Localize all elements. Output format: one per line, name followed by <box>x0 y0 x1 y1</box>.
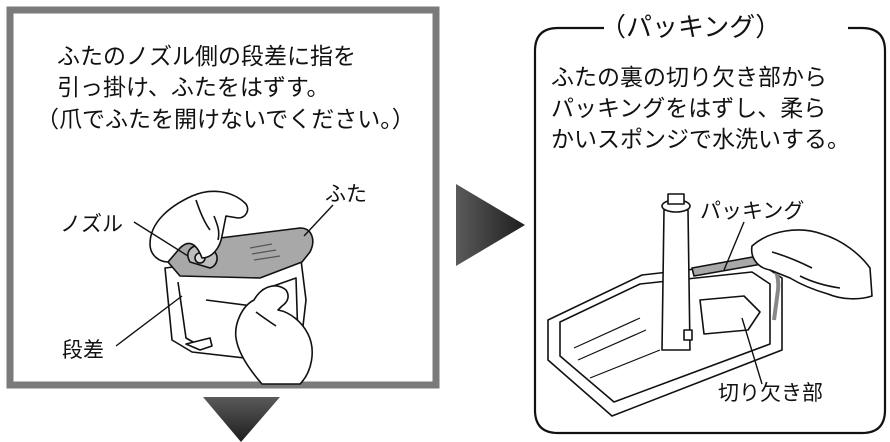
lid-removal-illustration <box>149 190 314 385</box>
step-leader-line <box>115 295 183 347</box>
left-instruction-line-2: 引っ掛け、ふたをはずす。 <box>57 75 330 101</box>
step-label: 段差 <box>62 338 104 362</box>
packing-section-title: （パッキング） <box>600 13 782 43</box>
left-instruction-line-3: （爪でふたを開けないでください。） <box>36 107 415 133</box>
right-instruction-line-3: かいスポンジで水洗いする。 <box>551 127 850 153</box>
left-instruction-line-1: ふたのノズル側の段差に指を <box>57 44 356 70</box>
right-step-frame <box>533 26 887 435</box>
nozzle-leader-line <box>133 221 189 257</box>
nozzle-label: ノズル <box>60 212 123 236</box>
lid-label: ふた <box>325 182 367 206</box>
next-step-arrow-down <box>203 397 280 442</box>
next-step-arrow-right <box>456 184 525 266</box>
packing-leader-line <box>723 221 745 271</box>
right-instruction-line-2: パッキングをはずし、柔ら <box>551 96 827 122</box>
notch-label: 切り欠き部 <box>718 381 823 405</box>
packing-removal-illustration <box>547 193 873 417</box>
packing-label: パッキング <box>700 199 805 223</box>
lid-leader-line <box>303 204 334 237</box>
notch-leader-line <box>741 317 763 385</box>
right-instruction-line-1: ふたの裏の切り欠き部から <box>551 65 827 91</box>
